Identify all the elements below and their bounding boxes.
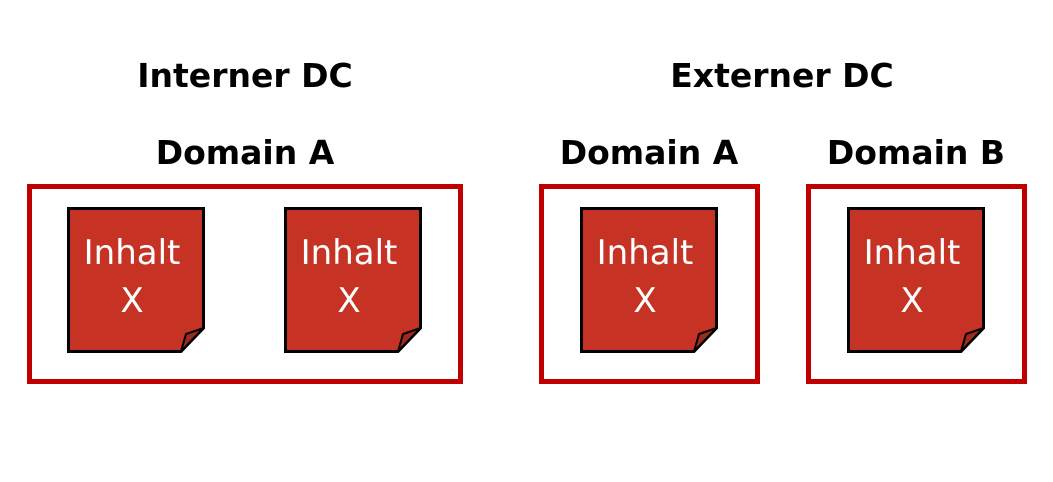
document-label-line1: Inhalt bbox=[300, 233, 398, 273]
document-externer-b-1: Inhalt X bbox=[847, 207, 985, 353]
domain-label-externer-a: Domain A bbox=[559, 133, 739, 172]
document-interner-a-2: Inhalt X bbox=[284, 207, 422, 353]
document-interner-a-1: Inhalt X bbox=[67, 207, 205, 353]
document-icon bbox=[67, 207, 205, 353]
document-externer-a-1: Inhalt X bbox=[580, 207, 718, 353]
domain-label-externer-b: Domain B bbox=[826, 133, 1006, 172]
document-label-line1: Inhalt bbox=[863, 233, 961, 273]
document-label-line1: Inhalt bbox=[596, 233, 694, 273]
document-label-line2: X bbox=[900, 281, 924, 321]
document-label-line1: Inhalt bbox=[83, 233, 181, 273]
document-label-line2: X bbox=[120, 281, 144, 321]
document-icon bbox=[847, 207, 985, 353]
document-label-line2: X bbox=[337, 281, 361, 321]
section-title-externer-dc: Externer DC bbox=[670, 56, 894, 95]
document-icon bbox=[284, 207, 422, 353]
document-label-line2: X bbox=[633, 281, 657, 321]
section-title-interner-dc: Interner DC bbox=[137, 56, 353, 95]
document-icon bbox=[580, 207, 718, 353]
domain-label-interner-a: Domain A bbox=[155, 133, 335, 172]
